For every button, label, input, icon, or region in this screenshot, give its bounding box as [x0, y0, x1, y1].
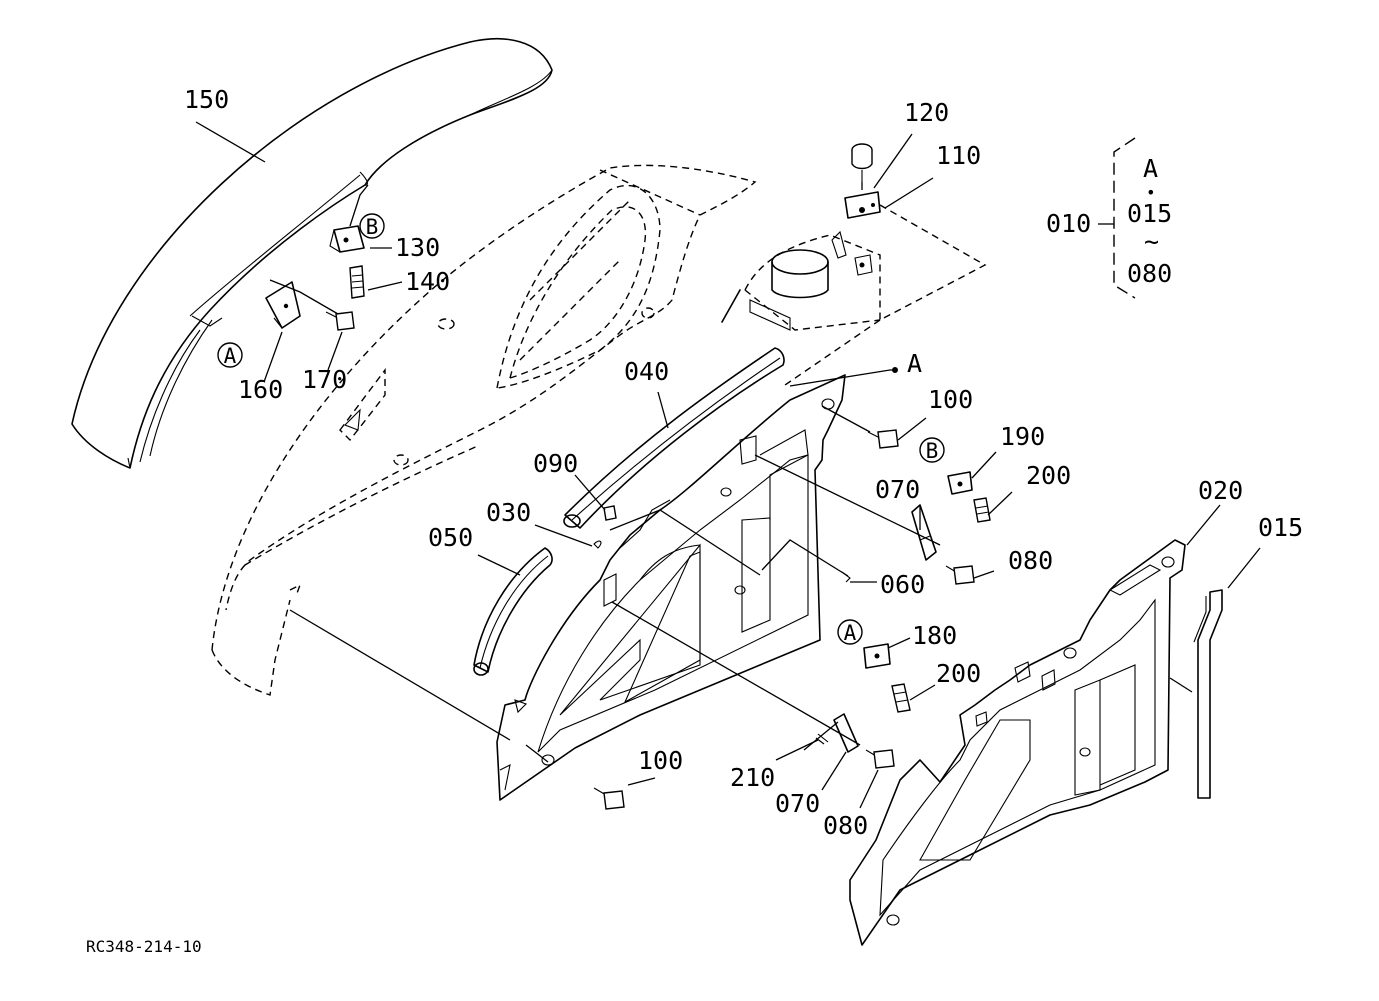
strip-part-015 — [1193, 589, 1223, 799]
label-120: 120 — [904, 98, 949, 127]
label-070-upper: 070 — [875, 475, 920, 504]
clip-part-030 — [593, 540, 602, 549]
svg-text:A: A — [224, 344, 237, 368]
seal-strip-part-050 — [473, 547, 553, 676]
label-170: 170 — [302, 365, 347, 394]
bracket-part-180 — [863, 643, 891, 669]
label-100-lower: 100 — [638, 746, 683, 775]
marker-a-bottom: A — [837, 619, 863, 645]
label-015: 015 — [1258, 513, 1303, 542]
bolt-part-090 — [603, 505, 617, 521]
bolt-part-200-upper — [973, 497, 991, 523]
svg-text:A: A — [844, 621, 857, 645]
label-100-upper: 100 — [928, 385, 973, 414]
bracket-part-070-lower — [833, 713, 859, 753]
label-200-upper: 200 — [1026, 461, 1071, 490]
label-020: 020 — [1198, 476, 1243, 505]
side-panel-inner — [496, 374, 846, 801]
leader-lines — [195, 121, 1261, 809]
plate-part-110 — [844, 191, 881, 219]
label-110: 110 — [936, 141, 981, 170]
svg-text:B: B — [926, 439, 939, 463]
label-080-upper: 080 — [1008, 546, 1053, 575]
label-030: 030 — [486, 498, 531, 527]
bolt-part-100-upper — [867, 429, 899, 449]
knob-part-120 — [851, 143, 873, 182]
label-130: 130 — [395, 233, 440, 262]
bolt-part-170 — [325, 311, 355, 331]
label-080-lower: 080 — [823, 811, 868, 840]
bolt-part-140 — [349, 265, 365, 299]
label-190: 190 — [1000, 422, 1045, 451]
label-200-lower: 200 — [936, 659, 981, 688]
bolt-part-100-lower — [593, 787, 625, 810]
set-from-015: 015 — [1127, 199, 1172, 228]
marker-a-point-label: A — [907, 349, 922, 378]
set-dot: • — [1146, 183, 1156, 202]
duct-box — [721, 204, 987, 386]
drawing-code: RC348-214-10 — [86, 937, 202, 956]
cabin-cover-part-010 — [211, 164, 757, 696]
set-bracket-010: 010 A • 015 ~ 080 — [1046, 137, 1172, 299]
label-150: 150 — [184, 85, 229, 114]
marker-a-left: A — [217, 342, 243, 368]
label-050: 050 — [428, 523, 473, 552]
bracket-part-130 — [329, 225, 365, 253]
label-180: 180 — [912, 621, 957, 650]
set-to-080: 080 — [1127, 259, 1172, 288]
outer-panel-part-020 — [849, 539, 1186, 946]
bolt-part-080-upper — [945, 565, 975, 585]
marker-b-right: B — [919, 437, 945, 463]
label-090: 090 — [533, 449, 578, 478]
set-tilde: ~ — [1144, 227, 1159, 256]
bracket-part-190 — [947, 471, 973, 495]
roof-cover-part-150 — [71, 37, 553, 469]
marker-b-top: B — [359, 213, 385, 239]
label-070-lower: 070 — [775, 789, 820, 818]
set-marker-a: A — [1143, 154, 1158, 183]
label-010: 010 — [1046, 209, 1091, 238]
label-040: 040 — [624, 357, 669, 386]
bracket-part-160 — [265, 281, 301, 329]
svg-text:B: B — [366, 215, 379, 239]
bolt-part-200-lower — [891, 683, 911, 713]
bolt-part-080-lower — [865, 749, 895, 769]
label-160: 160 — [238, 375, 283, 404]
reference-point-a — [892, 367, 898, 373]
label-140: 140 — [405, 267, 450, 296]
seal-strip-part-040 — [563, 347, 785, 529]
label-210: 210 — [730, 763, 775, 792]
label-060: 060 — [880, 570, 925, 599]
